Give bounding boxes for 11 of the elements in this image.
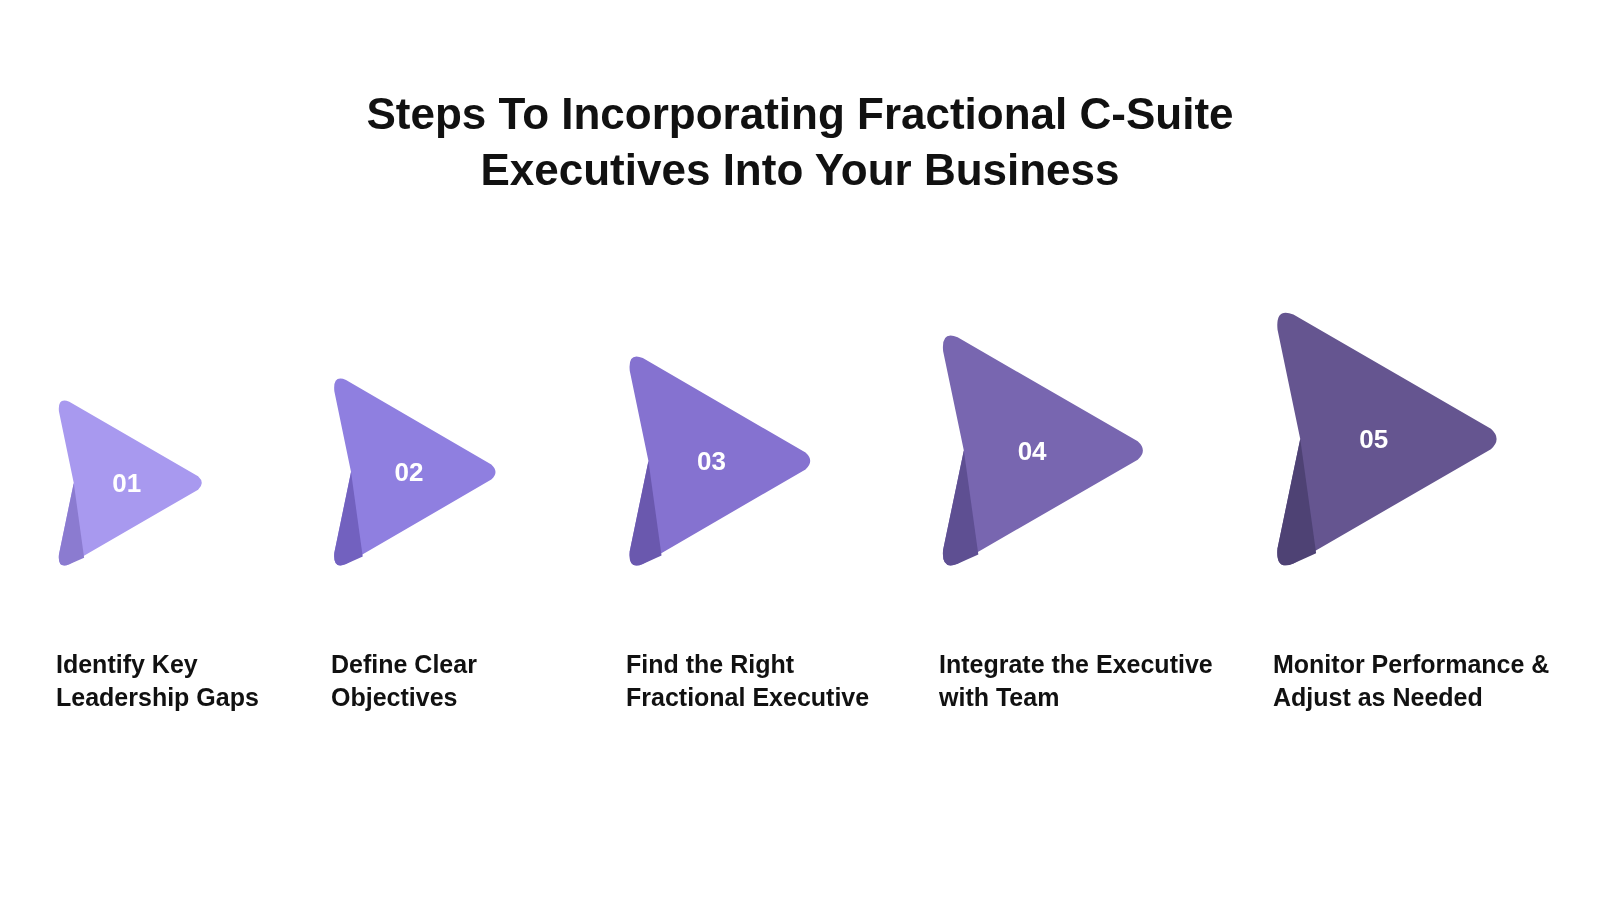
step-number: 02: [394, 455, 424, 489]
step-number: 05: [1359, 422, 1389, 456]
step-number: 01: [112, 466, 142, 500]
step-label: Find the Right Fractional Executive: [626, 649, 871, 713]
title: Steps To Incorporating Fractional C-Suite Executives Into Your Business: [365, 88, 1235, 196]
step-number: 04: [1017, 434, 1047, 467]
step-label: Monitor Performance & Adjust as Needed: [1273, 649, 1551, 713]
step-label: Identify Key Leadership Gaps: [56, 649, 260, 713]
step-label: Integrate the Executive with Team: [939, 649, 1214, 713]
step-number: 03: [697, 444, 726, 478]
step-label: Define Clear Objectives: [331, 649, 478, 713]
